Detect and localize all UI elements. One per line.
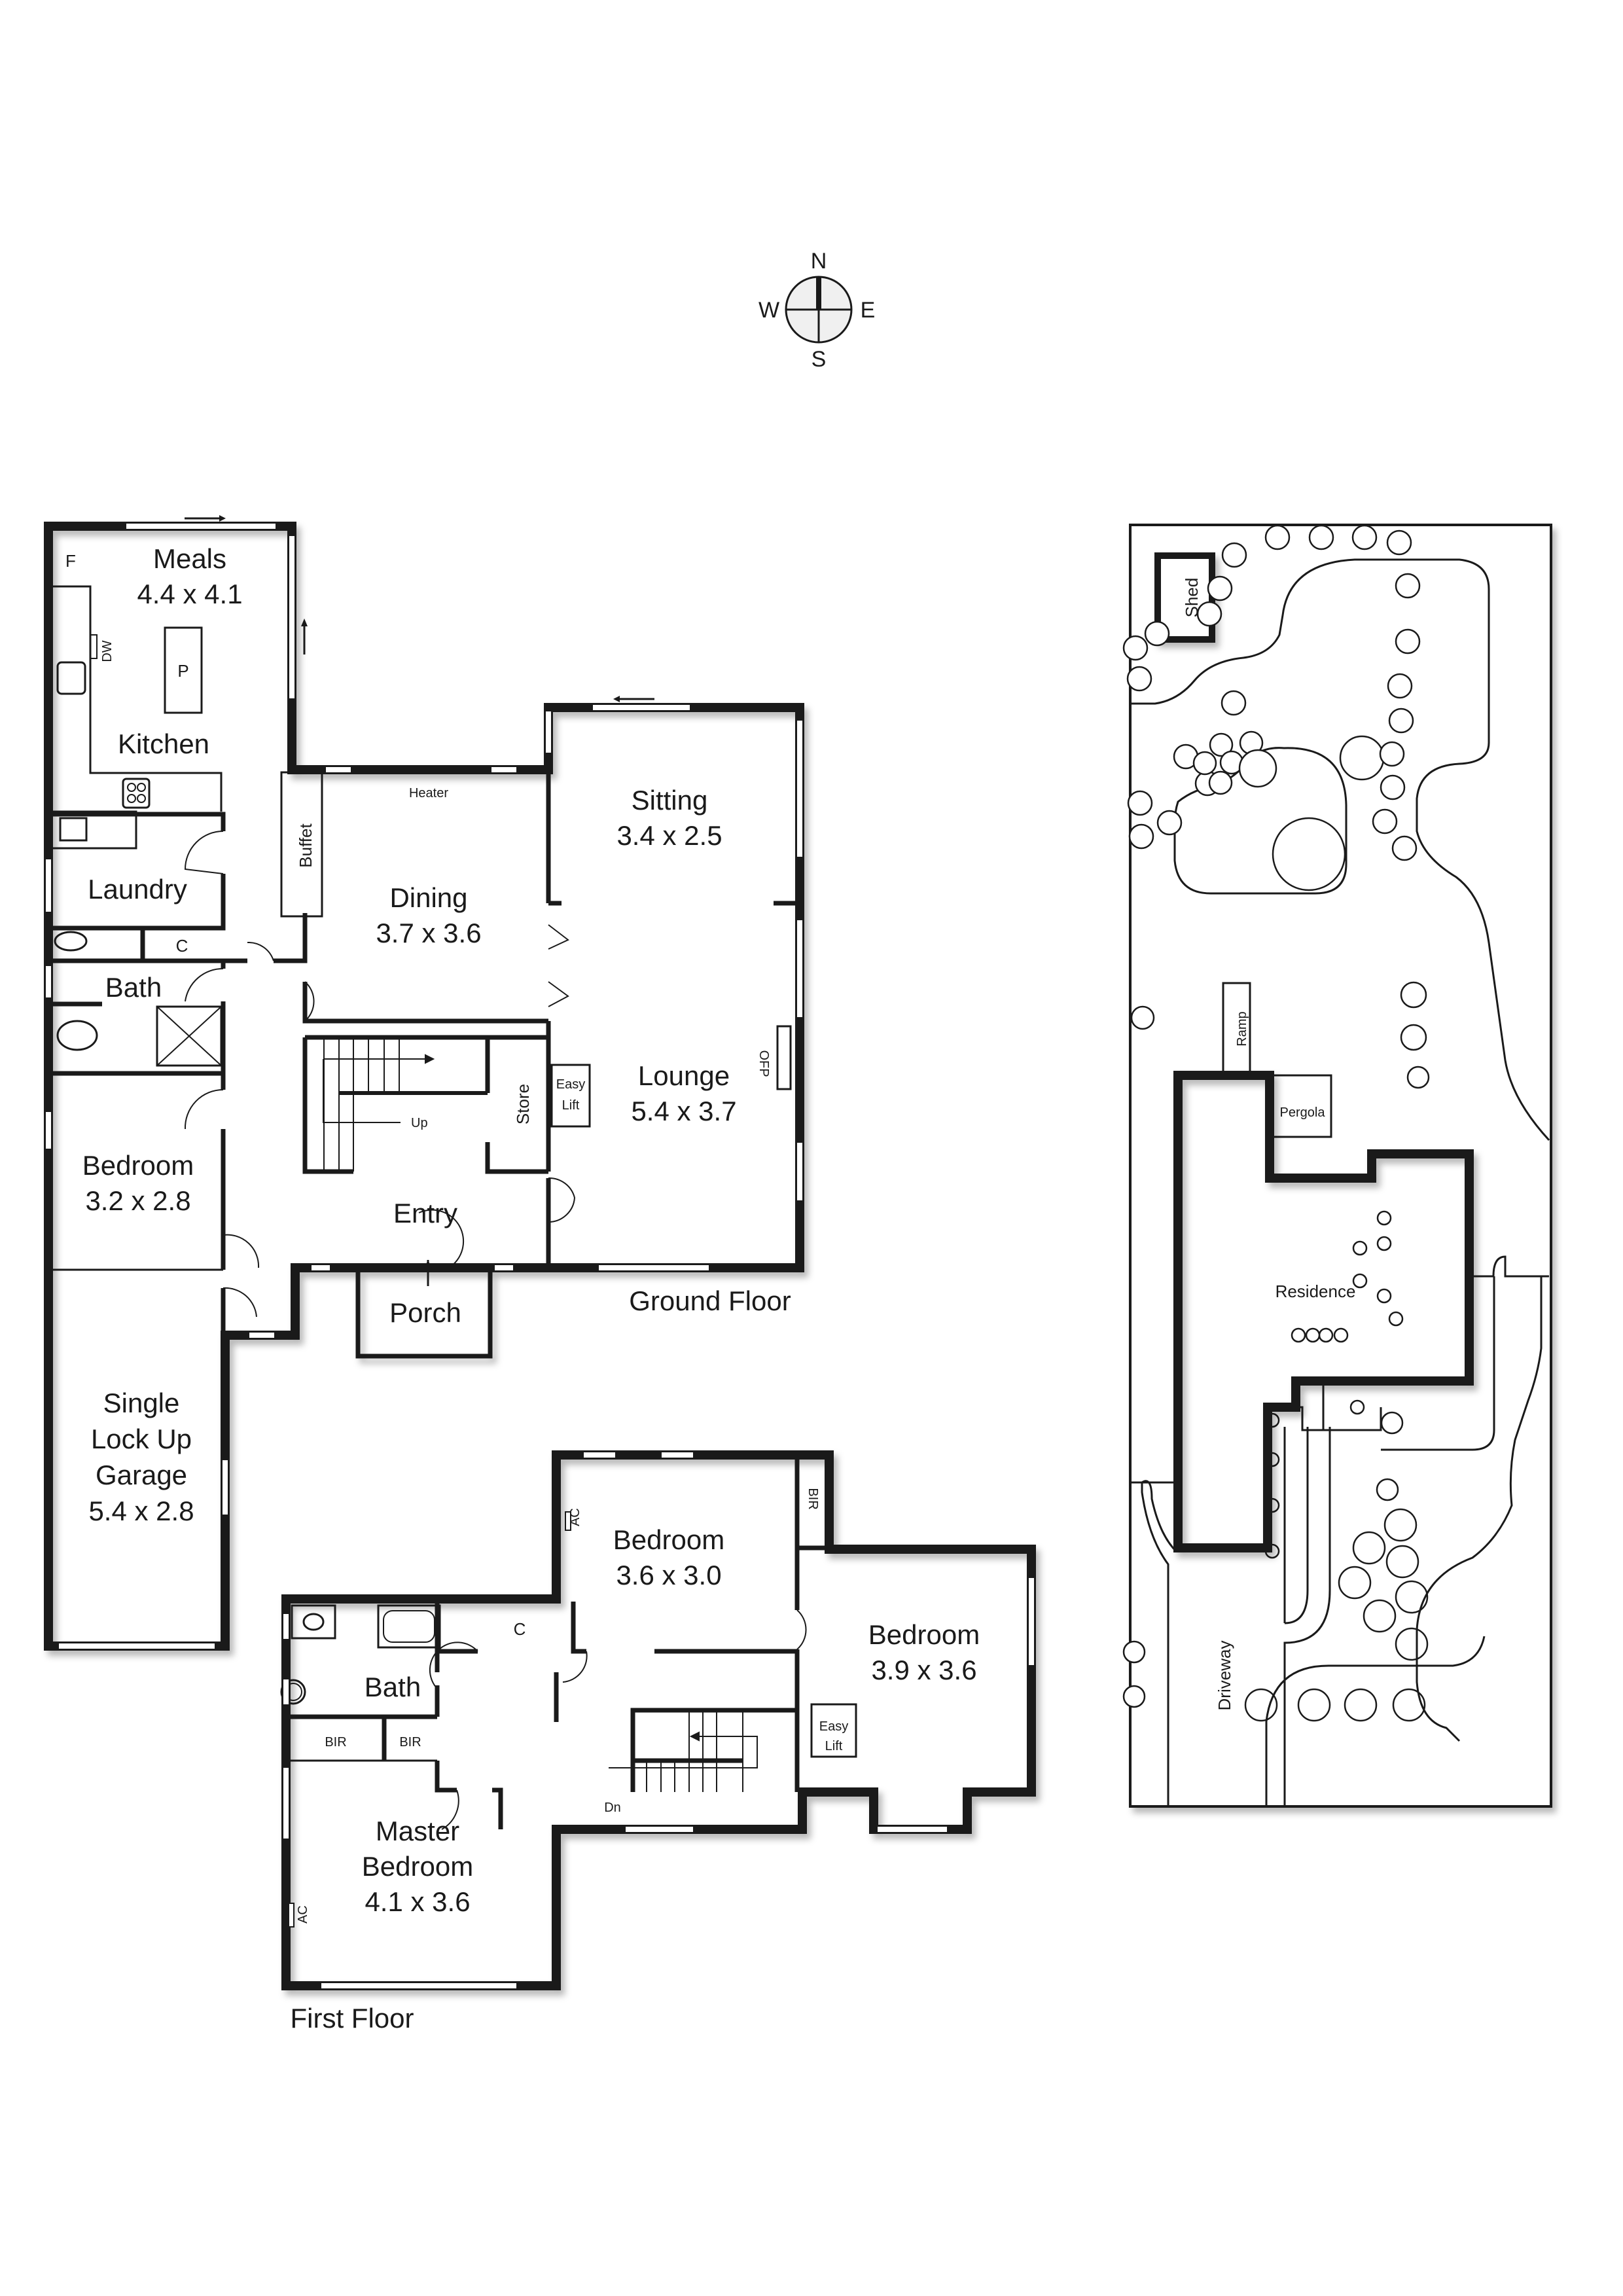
fridge-label: F bbox=[65, 551, 76, 571]
stairs-icon bbox=[609, 1710, 758, 1792]
basin-icon bbox=[302, 1613, 325, 1631]
compass-west-label: W bbox=[758, 298, 779, 323]
site-plan: Shed bbox=[1122, 524, 1552, 1808]
pantry-label: P bbox=[177, 661, 188, 681]
first-floor-title: First Floor bbox=[291, 2003, 414, 2034]
buffet-label: Buffet bbox=[296, 823, 315, 867]
ac-label-bedroom2: AC bbox=[568, 1508, 582, 1526]
bedroom3-label: Bedroom bbox=[868, 1619, 980, 1650]
first-floor-plan: Dn Bedroom 3 bbox=[280, 1450, 1036, 2034]
cooktop-icon bbox=[122, 778, 151, 809]
ofp-label: OFP bbox=[757, 1050, 771, 1077]
compass-north-label: N bbox=[811, 249, 827, 274]
heater-label: Heater bbox=[409, 786, 448, 800]
sitting-dims: 3.4 x 2.5 bbox=[616, 820, 722, 851]
cupboard-label: C bbox=[176, 936, 188, 956]
compass-east-label: E bbox=[861, 298, 876, 323]
lounge-label: Lounge bbox=[638, 1060, 730, 1091]
easy-lift-icon bbox=[550, 1064, 591, 1128]
master-bedroom-dims: 4.1 x 3.6 bbox=[365, 1886, 470, 1917]
bath-label: Bath bbox=[365, 1672, 421, 1702]
garage-label-line3: Garage bbox=[96, 1460, 187, 1490]
dining-dims: 3.7 x 3.6 bbox=[376, 918, 481, 948]
shower-icon bbox=[156, 1005, 223, 1067]
driveway-label: Driveway bbox=[1215, 1641, 1234, 1711]
bir-label-1: BIR bbox=[325, 1735, 346, 1749]
ramp-label: Ramp bbox=[1235, 1011, 1249, 1046]
ac-label-master: AC bbox=[296, 1905, 310, 1924]
residence-outline bbox=[1173, 1071, 1474, 1552]
sitting-label: Sitting bbox=[632, 785, 708, 816]
stairs-icon bbox=[323, 1037, 488, 1172]
doors bbox=[184, 831, 576, 1318]
easy-lift-label-line1: Easy bbox=[819, 1719, 848, 1734]
doors bbox=[429, 1609, 807, 1830]
dining-label: Dining bbox=[389, 882, 467, 913]
meals-label: Meals bbox=[153, 543, 226, 574]
master-bedroom-label-line2: Bedroom bbox=[362, 1851, 473, 1882]
bedroom-label: Bedroom bbox=[82, 1150, 194, 1181]
pantry-icon bbox=[164, 626, 203, 714]
garage-label-line2: Lock Up bbox=[91, 1424, 192, 1454]
easy-lift-icon bbox=[810, 1703, 857, 1758]
bir-label-2: BIR bbox=[399, 1735, 421, 1749]
stairs-up-label: Up bbox=[411, 1116, 428, 1130]
windows bbox=[282, 1451, 1035, 1990]
cupboard-label: C bbox=[514, 1619, 526, 1639]
lounge-dims: 5.4 x 3.7 bbox=[631, 1096, 736, 1126]
fireplace-icon bbox=[776, 1025, 792, 1090]
porch-label: Porch bbox=[389, 1297, 461, 1328]
toilet-icon bbox=[280, 1679, 306, 1705]
sink-icon bbox=[56, 661, 86, 695]
easy-lift-label-line1: Easy bbox=[556, 1077, 585, 1092]
pergola-label: Pergola bbox=[1280, 1105, 1326, 1120]
easy-lift-label-line2: Lift bbox=[562, 1098, 580, 1113]
meals-dims: 4.4 x 4.1 bbox=[137, 579, 242, 609]
bath-label: Bath bbox=[105, 972, 162, 1003]
residence-label: Residence bbox=[1275, 1282, 1356, 1301]
store-label: Store bbox=[513, 1084, 533, 1124]
bathtub-icon bbox=[377, 1604, 441, 1649]
entry-label: Entry bbox=[393, 1198, 457, 1229]
easy-lift-label-line2: Lift bbox=[825, 1739, 843, 1753]
laundry-label: Laundry bbox=[88, 874, 187, 905]
toilet-icon bbox=[56, 1020, 98, 1051]
bedroom2-dims: 3.6 x 3.0 bbox=[616, 1560, 721, 1590]
ground-floor-plan: Up bbox=[44, 515, 804, 1651]
master-bedroom-label-line1: Master bbox=[376, 1816, 459, 1846]
kitchen-label: Kitchen bbox=[118, 728, 209, 759]
dishwasher-label: DW bbox=[100, 640, 115, 662]
bedroom2-label: Bedroom bbox=[613, 1524, 724, 1555]
bedroom3-dims: 3.9 x 3.6 bbox=[871, 1655, 976, 1685]
stairs-down-label: Dn bbox=[604, 1801, 621, 1815]
garage-dims: 5.4 x 2.8 bbox=[88, 1496, 194, 1526]
compass-icon: N S E W bbox=[758, 249, 875, 372]
garage-label-line1: Single bbox=[103, 1388, 180, 1418]
bir-label-bedroom2: BIR bbox=[806, 1488, 820, 1509]
windows bbox=[45, 522, 804, 1650]
ground-floor-title: Ground Floor bbox=[629, 1285, 791, 1316]
bedroom-dims: 3.2 x 2.8 bbox=[85, 1185, 190, 1216]
compass-south-label: S bbox=[812, 347, 827, 372]
